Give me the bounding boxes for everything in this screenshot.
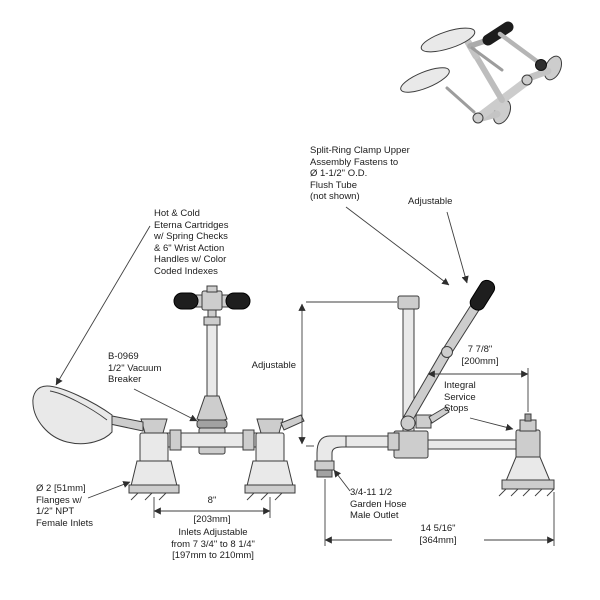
isometric-view [400, 21, 563, 125]
side-arm-pivot [400, 415, 416, 431]
leader-integral-stops [469, 417, 514, 431]
front-handle-hub [201, 290, 223, 311]
front-handle-grip-right [225, 292, 251, 310]
side-stop-flange-band [501, 479, 555, 490]
dim-label-arm-reach: 7 7/8" [200mm] [461, 344, 499, 367]
label-vacuum-breaker: B-0969 1/2" Vacuum Breaker [108, 351, 162, 386]
front-wrist-blade-line [49, 390, 108, 421]
side-view [314, 279, 555, 497]
side-clamp [397, 295, 420, 310]
front-riser-tube [206, 324, 218, 398]
leader-lines [55, 206, 514, 499]
front-wrist-blade [32, 385, 113, 445]
side-spout-elbow [316, 435, 347, 462]
side-stop-body [515, 429, 541, 460]
dim-arm-reach [427, 368, 529, 412]
front-right-lever [280, 414, 305, 431]
front-vacuum-breaker [196, 395, 228, 423]
iso-clamp [535, 59, 547, 71]
front-handle-grip-left [173, 292, 199, 310]
label-hot-cold-cartridges: Hot & Cold Eterna Cartridges w/ Spring C… [154, 208, 229, 277]
front-right-bonnet [256, 418, 284, 434]
iso-clamp-arm [497, 31, 541, 65]
label-adjustable-top: Adjustable [408, 196, 453, 207]
front-right-flange [246, 460, 294, 487]
side-hose-threads [316, 469, 333, 478]
side-supply-pipe [427, 439, 517, 450]
label-inlets-adjustable: Inlets Adjustable from 7 3/4" to 8 1/4" … [171, 527, 255, 562]
label-integral-service-stops: Integral Service Stops [444, 380, 476, 415]
front-hub-nut [206, 285, 218, 293]
front-left-bonnet [140, 418, 168, 434]
leader-adjustable-top [446, 211, 469, 284]
side-stop-cap [519, 419, 537, 432]
side-hose-outlet [314, 460, 335, 471]
iso-wrist-blade-b [400, 67, 450, 93]
side-stop-stem [524, 413, 532, 422]
side-wall-hatch [498, 488, 555, 497]
side-spout-nut [387, 432, 400, 451]
side-arm-grip [469, 279, 496, 311]
leader-hot-cold [55, 225, 151, 386]
side-stop-flange [505, 456, 551, 482]
dim-label-front-width-in: 8" [207, 495, 217, 506]
front-vacuum-breaker-ring [196, 419, 228, 429]
front-coupling-right [242, 429, 255, 451]
dim-label-side-width: 14 5/16" [364mm] [419, 523, 457, 546]
label-garden-hose-outlet: 3/4-11 1/2 Garden Hose Male Outlet [350, 487, 407, 522]
front-right-valve-body [255, 432, 285, 463]
front-left-valve-body [139, 432, 169, 463]
dim-adjustable-height [298, 301, 397, 447]
iso-wrist-blade-a [420, 27, 476, 53]
front-view [32, 285, 305, 501]
front-wall-hatch [130, 492, 283, 501]
dimension-lines [153, 301, 555, 546]
dim-front-width [153, 497, 271, 518]
front-left-lever [109, 415, 144, 432]
front-riser-collar [203, 316, 221, 326]
label-split-ring-clamp: Split-Ring Clamp Upper Assembly Fastens … [310, 145, 410, 203]
iso-riser-tube [473, 53, 505, 103]
front-left-flange [130, 460, 178, 487]
leader-vacuum-breaker [133, 388, 198, 422]
front-coupling-left [169, 429, 182, 451]
label-adjustable-side: Adjustable [251, 360, 296, 371]
label-flanges: Ø 2 [51mm] Flanges w/ 1/2" NPT Female In… [36, 483, 94, 529]
leader-garden-hose [333, 469, 351, 492]
side-arm-elbow [441, 346, 453, 358]
front-left-flange-band [128, 484, 180, 494]
dim-label-front-width-mm: [203mm] [193, 514, 231, 525]
leader-flanges [87, 481, 131, 499]
side-cartridge-lever [428, 406, 450, 424]
leader-split-ring [345, 206, 450, 286]
dim-side-width [324, 479, 555, 546]
front-right-flange-band [244, 484, 296, 494]
